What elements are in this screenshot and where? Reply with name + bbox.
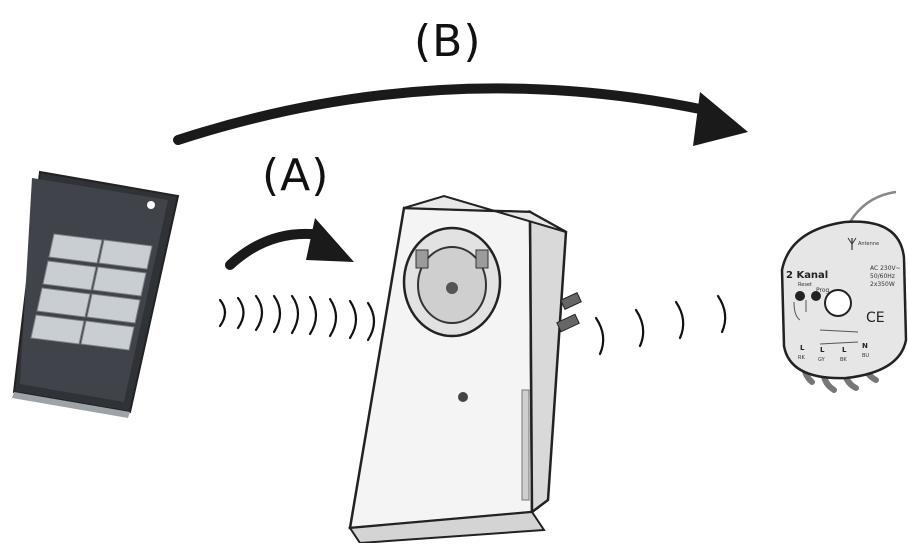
terminal-code-1: RK	[798, 355, 805, 361]
terminal-label-4: N	[862, 342, 868, 350]
plug-pins-icon	[556, 292, 582, 333]
terminal-code-3: BK	[840, 357, 847, 363]
rating-line-2: 50/60Hz	[870, 273, 895, 280]
flush-actuator: Antenne 2 Kanal AC 230V~ 50/60Hz 2x350W …	[780, 190, 908, 393]
antenna-label: Antenne	[858, 241, 879, 247]
terminal-label-1: L	[800, 344, 805, 352]
prog-label: Prog	[816, 287, 830, 294]
channel-label: 2 Kanal	[786, 270, 828, 281]
remote-control	[12, 170, 180, 418]
led-icon	[147, 201, 155, 209]
radio-waves-repeater	[594, 294, 727, 356]
terminal-code-2: GY	[818, 357, 826, 363]
remote-button-grid	[30, 233, 153, 351]
rating-line-1: AC 230V~	[870, 265, 901, 272]
rating-line-3: 2x350W	[870, 281, 895, 288]
reset-label: Reset	[798, 282, 812, 288]
arrow-b	[173, 83, 748, 146]
label-path-b: (B)	[414, 16, 482, 67]
arrow-a	[225, 218, 354, 270]
terminal-code-4: BU	[862, 353, 869, 359]
terminal-label-3: L	[842, 346, 847, 354]
repeater-led-icon	[458, 392, 468, 402]
label-path-a: (A)	[262, 150, 330, 201]
ce-mark: CE	[866, 310, 885, 326]
radio-waves-remote	[218, 294, 376, 342]
plug-repeater	[348, 194, 582, 545]
socket-icon	[402, 226, 502, 338]
terminal-label-2: L	[820, 346, 825, 354]
